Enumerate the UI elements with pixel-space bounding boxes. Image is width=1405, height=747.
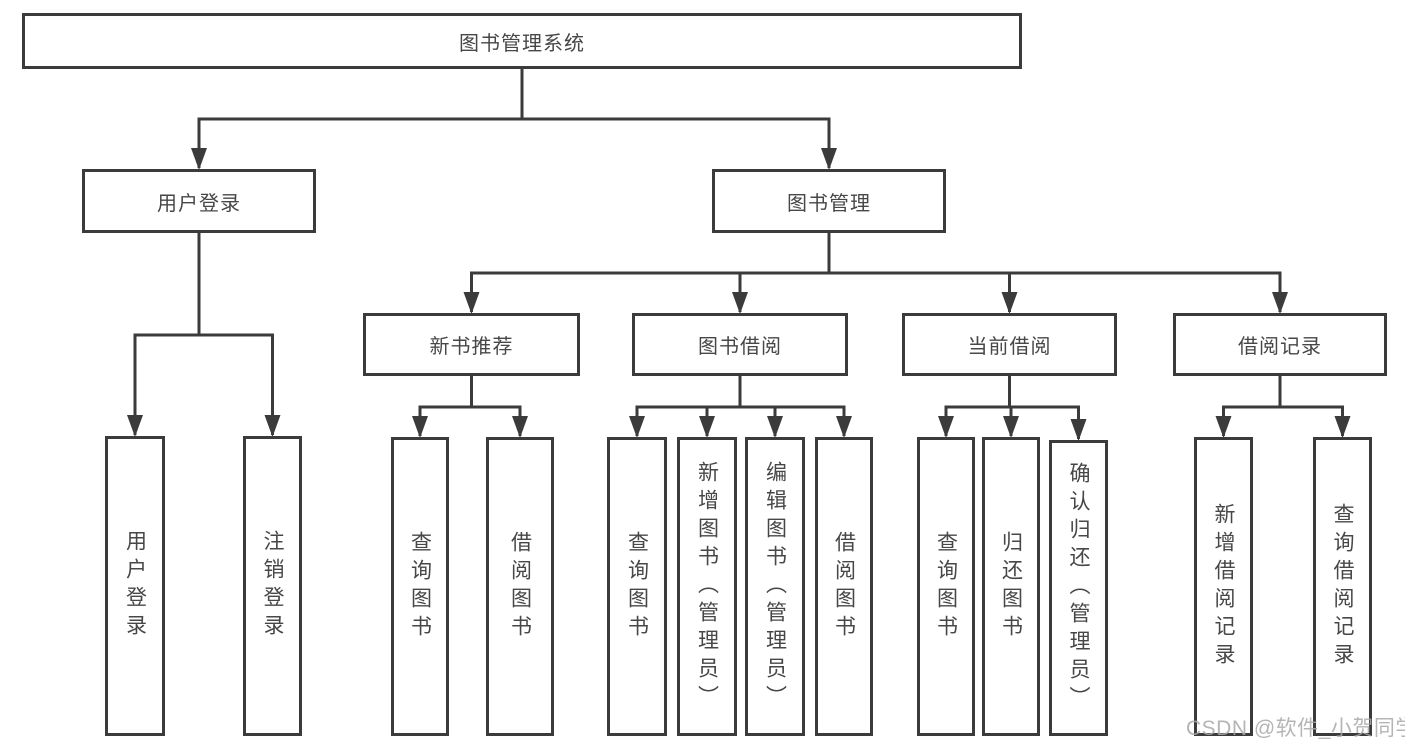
arrowhead-icon — [1003, 416, 1019, 438]
node-logout: 注销登录 — [243, 436, 302, 736]
node-bb-edit: 编辑图书（管理员） — [745, 437, 805, 736]
node-root: 图书管理系统 — [22, 13, 1022, 69]
node-cb-query: 查询图书 — [917, 437, 975, 736]
arrowhead-icon — [732, 292, 748, 314]
arrowhead-icon — [699, 416, 715, 438]
arrowhead-icon — [836, 416, 852, 438]
arrowhead-icon — [512, 416, 528, 438]
node-cb-return: 归还图书 — [982, 437, 1040, 736]
arrowhead-icon — [938, 416, 954, 438]
node-user-login: 用户登录 — [82, 169, 316, 233]
node-new-book-rec: 新书推荐 — [363, 313, 580, 376]
arrowhead-icon — [1334, 416, 1351, 438]
node-br-add: 新增借阅记录 — [1194, 437, 1253, 736]
node-borrow-records: 借阅记录 — [1173, 313, 1387, 376]
node-login: 用户登录 — [105, 436, 165, 736]
node-book-borrow: 图书借阅 — [632, 313, 848, 376]
arrowhead-icon — [127, 415, 143, 437]
node-cb-confirm: 确认归还（管理员） — [1049, 440, 1108, 736]
node-bb-borrow: 借阅图书 — [815, 437, 873, 736]
arrowhead-icon — [767, 416, 783, 438]
node-book-mgmt: 图书管理 — [712, 169, 946, 233]
node-br-query: 查询借阅记录 — [1313, 437, 1372, 736]
arrowhead-icon — [821, 148, 837, 170]
node-current-borrow: 当前借阅 — [902, 313, 1117, 376]
arrowhead-icon — [463, 292, 480, 314]
arrowhead-icon — [1070, 419, 1087, 441]
arrowhead-icon — [1001, 292, 1018, 314]
arrowhead-icon — [191, 148, 207, 170]
node-bb-query: 查询图书 — [607, 437, 667, 736]
node-bb-add: 新增图书（管理员） — [677, 437, 737, 736]
arrowhead-icon — [1272, 292, 1288, 314]
arrowhead-icon — [264, 415, 281, 437]
node-rec-borrow: 借阅图书 — [486, 437, 554, 736]
node-rec-query: 查询图书 — [391, 437, 449, 736]
arrowhead-icon — [1215, 416, 1232, 438]
arrowhead-icon — [629, 416, 645, 438]
arrowhead-icon — [412, 416, 428, 438]
